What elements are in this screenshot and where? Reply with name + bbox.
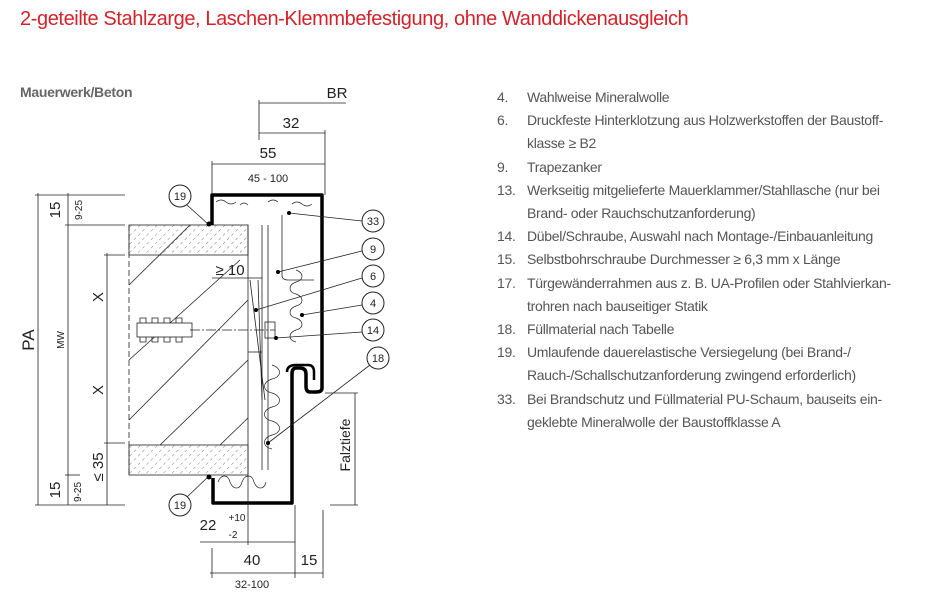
dim-ge10: ≥ 10 [215, 262, 244, 279]
legend-item-number: 33. [497, 390, 516, 407]
legend-item-number: 14. [497, 228, 516, 245]
dowel-screw [136, 317, 276, 343]
legend-item-text: Druckfeste Hinterklotzung aus Holzwerkst… [527, 112, 884, 129]
dim-x-upper: X [90, 292, 107, 302]
dim-32: 32 [283, 115, 300, 132]
legend-item: 13. Werkseitig mitgelieferte Mauerklammer… [497, 179, 937, 225]
dim-bottom-9-25: 9-25 [73, 482, 84, 502]
callout-19-bottom: 19 [174, 500, 186, 512]
legend-item-text: Füllmaterial nach Tabelle [527, 321, 675, 338]
dim-br: BR [327, 85, 348, 102]
leader-lines [186, 204, 371, 498]
dim-le35: ≤ 35 [90, 452, 107, 481]
page-title: 2-geteilte Stahlzarge, Laschen-Klemmbefe… [20, 8, 689, 30]
legend-item-text: geklebte Mineralwolle der Baustoffklasse… [527, 413, 781, 430]
dim-40: 40 [244, 552, 261, 569]
legend-item: 15. Selbstbohrschraube Durchmesser ≥ 6,3 … [497, 248, 937, 271]
dim-32-100: 32-100 [235, 579, 269, 591]
legend-item-number: 9. [497, 158, 509, 175]
legend-item-number: 6. [497, 112, 509, 129]
legend-item-text: Wahlweise Mineralwolle [527, 89, 670, 105]
dim-55: 55 [260, 145, 277, 162]
callout-19-top: 19 [174, 191, 186, 203]
callout-9: 9 [370, 244, 376, 256]
frame-section-diagram: 19 33 9 6 4 14 18 19 BR 32 55 45 - 100 ≥… [19, 85, 390, 591]
dimension-lines [35, 100, 358, 578]
section-subtitle: Mauerwerk/Beton [20, 84, 133, 100]
legend-item-text: Rauch-/Schallschutzanforderung zwingend … [527, 367, 856, 384]
legend-item: 18. Füllmaterial nach Tabelle [497, 318, 937, 341]
legend-item-text: trohren nach bauseitiger Statik [527, 297, 708, 314]
dim-minus2: -2 [229, 530, 238, 541]
legend-item-text: Dübel/Schraube, Auswahl nach Montage-/Ei… [527, 228, 874, 245]
legend-item-number: 18. [497, 321, 516, 338]
legend-item: 4. Wahlweise Mineralwolle [497, 86, 937, 109]
legend-item-number: 15. [497, 251, 516, 268]
dim-x-lower: X [90, 385, 107, 395]
callout-14: 14 [367, 325, 379, 337]
legend-list: 4. Wahlweise Mineralwolle 6. Druckfeste Hin… [497, 86, 937, 434]
legend-item-text: Türgewänderrahmen aus z. B. UA-Profilen … [527, 274, 891, 291]
legend-item-text: Werkseitig mitgelieferte Mauerklammer/St… [527, 181, 880, 198]
legend-item-number: 13. [497, 181, 516, 198]
legend-item-number: 19. [497, 344, 516, 361]
steel-frame-profile [210, 193, 324, 505]
legend-item-text: Trapezanker [527, 158, 602, 175]
callout-33: 33 [367, 216, 379, 228]
dim-22: 22 [200, 517, 217, 534]
callout-18: 18 [372, 353, 384, 365]
dim-top-15: 15 [47, 202, 64, 219]
callout-4: 4 [370, 298, 376, 310]
legend-item: 19. Umlaufende dauerelastische Versiegelu… [497, 341, 937, 387]
dim-falztiefe: Falztiefe [337, 418, 353, 471]
legend-item-number: 17. [497, 274, 516, 291]
dim-pa: PA [19, 329, 38, 351]
legend-item: 33. Bei Brandschutz und Füllmaterial PU-S… [497, 388, 937, 434]
legend-item: 6. Druckfeste Hinterklotzung aus Holzwerk… [497, 109, 937, 155]
callout-6: 6 [370, 271, 376, 283]
dim-45-100: 45 - 100 [248, 173, 288, 185]
dim-top-9-25: 9-25 [74, 200, 85, 220]
dim-plus10: +10 [229, 513, 246, 524]
legend-item-text: Bei Brandschutz und Füllmaterial PU-Scha… [527, 390, 882, 407]
legend-item-number: 4. [497, 89, 509, 105]
dim-mw: MW [56, 331, 67, 349]
masonry-wall [128, 224, 249, 476]
legend-item: 17. Türgewänderrahmen aus z. B. UA-Profil… [497, 272, 937, 318]
legend-item: 14. Dübel/Schraube, Auswahl nach Montage-… [497, 225, 937, 248]
legend-item-text: Umlaufende dauerelastische Versiegelung … [527, 344, 851, 361]
legend-item-text: Brand- oder Rauchschutzanforderung) [527, 205, 756, 222]
mineral-wool [215, 199, 313, 489]
dim-bottom-15: 15 [47, 482, 64, 499]
trapezoid-anchor [248, 215, 314, 470]
legend-item-text: klasse ≥ B2 [527, 135, 596, 152]
dim-15: 15 [301, 552, 318, 569]
legend-item-text: Selbstbohrschraube Durchmesser ≥ 6,3 mm … [527, 251, 841, 268]
legend-item: 9. Trapezanker [497, 156, 937, 179]
